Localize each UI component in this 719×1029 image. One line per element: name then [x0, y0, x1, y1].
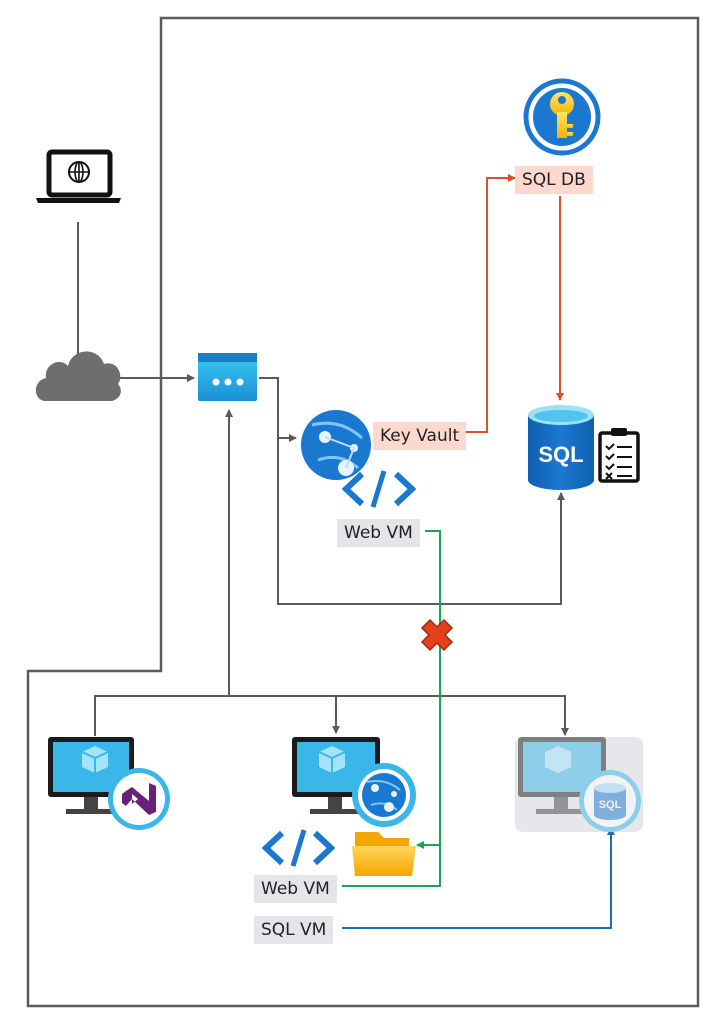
vm-bus-line: [94, 695, 569, 736]
code-brackets-icon: [341, 470, 417, 508]
key-vault-icon: [523, 78, 601, 156]
blocked-x-icon: [420, 618, 454, 652]
cloud-icon: [35, 351, 121, 401]
laptop-globe-icon: [36, 149, 121, 203]
folder-icon: [352, 832, 416, 876]
sql-db-label: SQL DB: [515, 166, 593, 194]
connectors: [77, 174, 615, 929]
keyvault-to-sqldb-arrow: [462, 174, 516, 433]
key-vault-label: Key Vault: [373, 422, 467, 450]
lb-to-sql-arrow: [277, 438, 565, 605]
vm-visual-studio-icon: [48, 737, 170, 830]
sqlvm-to-sql-icon-arrow: [342, 827, 615, 929]
clipboard-checklist-icon: [598, 428, 640, 483]
sql-database-icon: SQL: [528, 405, 594, 490]
lb-to-app-arrow: [259, 377, 297, 442]
app-service-icon: [301, 410, 371, 480]
sql-db-icon-text: SQL: [538, 442, 583, 467]
vm-sql-icon: SQL: [515, 737, 643, 832]
code-brackets-icon: [261, 829, 336, 867]
sql-vm-label: SQL VM: [254, 916, 334, 944]
load-balancer-icon: [198, 353, 257, 401]
sql-vm-icon-text: SQL: [599, 799, 622, 811]
vm-web-app-icon: [292, 737, 416, 827]
network-boundary: [26, 16, 700, 1008]
web-vm-label-top: Web VM: [337, 519, 420, 547]
web-vm-label-bottom: Web VM: [254, 875, 337, 903]
web-vm-green-line: [342, 530, 441, 887]
